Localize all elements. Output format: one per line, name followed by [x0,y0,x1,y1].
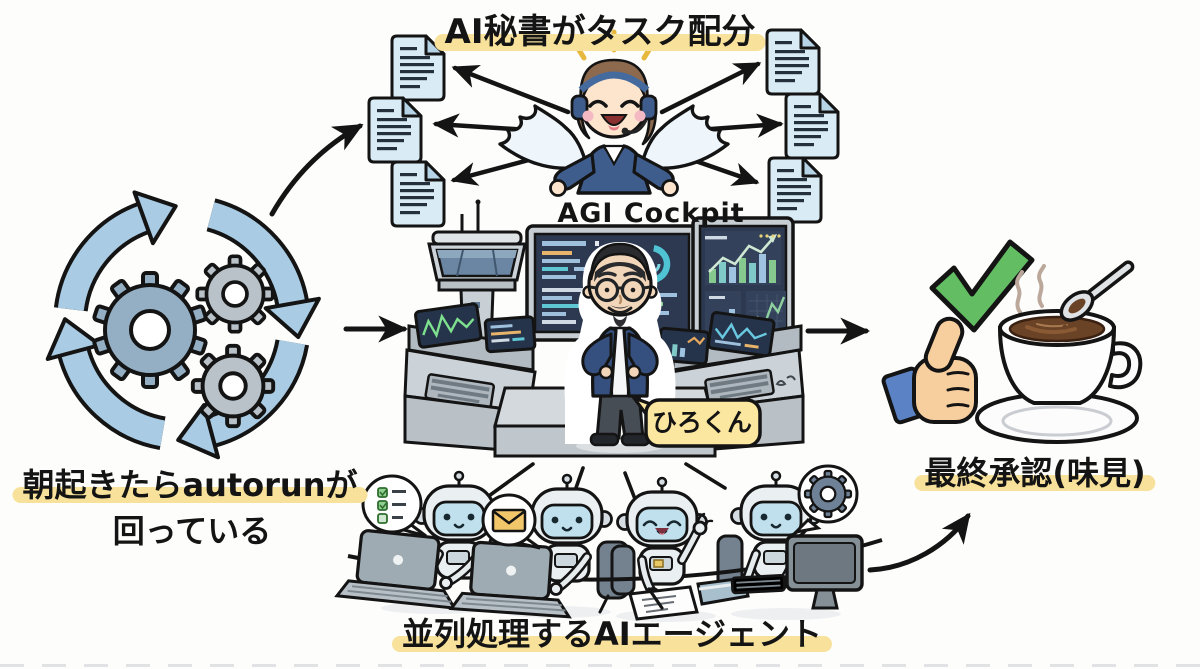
bottom-caption: 並列処理するAIエージェント [391,615,833,653]
gear-icon-small-2 [190,343,276,429]
laptop-icon-1 [334,529,458,610]
operator-avatar [564,242,676,447]
left-caption-line2: 回っている [112,512,272,550]
top-caption: AI秘書がタスク配分 [434,12,766,52]
email-bubble-icon [481,493,541,550]
cockpit-title: AGI Cockpit [557,198,745,229]
laptop-icon-2 [448,540,572,619]
robot-3-happy-face [642,516,682,568]
apple-logo [506,565,517,576]
mini-screen-waveform-left [414,302,483,349]
flow-arrow-right [805,317,871,345]
mini-screen-status-left [483,315,537,354]
angel-face-features [582,99,646,131]
operator-name-label: ひろくん [651,408,752,437]
cycle-arrows-icon [45,190,321,460]
approval-scene [881,239,1143,444]
pen-icon-spare [598,594,610,614]
gear-icon-small-1 [195,254,275,334]
console-doodle [775,375,796,386]
document-icon [784,92,840,160]
right-caption: 最終承認(味見) [914,454,1156,492]
taste-arrow-icon [867,512,971,573]
document-icon [765,28,821,96]
coffee-cup-icon [975,309,1143,444]
gear-icon-large [91,271,209,389]
approval-check-icon [929,239,1035,333]
document-icon [367,96,423,164]
robot-agents-scene [334,462,883,622]
left-caption-line1: 朝起きたらautorunが [12,466,368,504]
flow-arrow-left [343,315,409,343]
keyboard-icon-robot [730,574,786,595]
thumbs-up-icon [881,316,978,425]
pen-icon [647,587,664,610]
keyboard-icon-left [424,373,496,409]
keyboard-icon-right [704,368,775,405]
mini-screen-waveform-right [707,311,776,358]
delegation-lines [484,462,727,504]
dashboard-log-lines [542,241,599,324]
headset-icon [570,71,658,135]
cycle-arrow-segments [45,190,321,460]
writing-set [598,576,750,621]
bottom-edge-marks [0,664,1200,667]
wing-icon [498,104,730,170]
task-fanout-scene [367,28,840,228]
spoon-icon [1059,260,1135,330]
gear-bubble-icon [791,464,859,535]
angel-secretary [498,29,730,197]
desktop-monitor-icon [730,534,864,610]
angel-arms [549,152,679,197]
curved-arrow-to-docs [269,123,364,217]
steam-icon [1015,264,1046,314]
checklist-bubble-icon [361,474,427,538]
speech-bubble-operator [629,394,762,448]
glasses-icon [589,277,651,303]
laptop-logo [393,554,404,565]
